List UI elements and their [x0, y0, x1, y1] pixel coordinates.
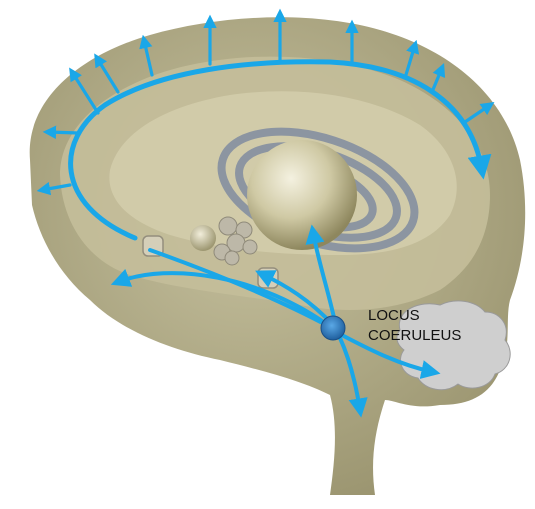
thalamus — [247, 140, 357, 250]
brain-silhouette — [30, 17, 526, 495]
locus-label-line2: COERULEUS — [368, 327, 461, 344]
locus-label-line1: LOCUS — [368, 307, 420, 324]
cortical-arrow — [48, 132, 78, 133]
locus-coeruleus — [321, 316, 345, 340]
small-nucleus-ball — [190, 225, 216, 251]
